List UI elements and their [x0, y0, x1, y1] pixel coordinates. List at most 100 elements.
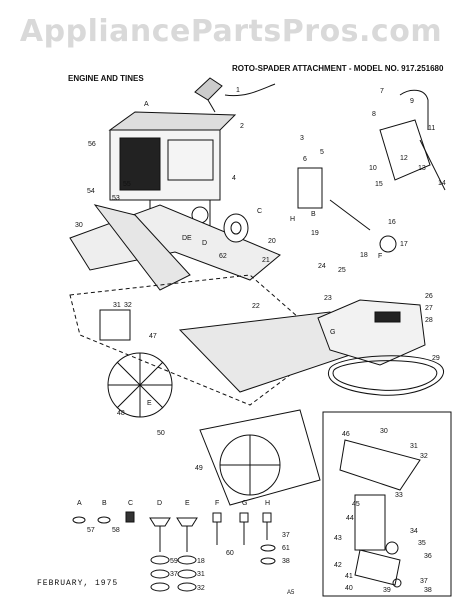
callout-5: 5: [320, 149, 324, 156]
callout-19: 19: [311, 230, 319, 237]
callout-9: 9: [410, 98, 414, 105]
detail-inset: [322, 411, 452, 597]
hw-num-37b: 37: [170, 571, 178, 578]
hw-num-37a: 37: [282, 532, 290, 539]
callout-55: 55: [123, 181, 131, 188]
callout-62: 62: [219, 253, 227, 260]
hw-letter-a: A: [77, 500, 82, 507]
callout-G: G: [330, 329, 335, 336]
inset-34: 34: [410, 528, 418, 535]
callout-13: 13: [418, 165, 426, 172]
callout-3: 3: [300, 135, 304, 142]
callout-29: 29: [432, 355, 440, 362]
hw-letter-h: H: [265, 500, 270, 507]
hw-letter-g: G: [242, 500, 247, 507]
v-belt-29: [327, 355, 444, 396]
callout-31: 31: [113, 302, 121, 309]
inset-45: 45: [352, 501, 360, 508]
inset-30: 30: [380, 428, 388, 435]
hw-letter-d: D: [157, 500, 162, 507]
hw-letter-f: F: [215, 500, 219, 507]
hardware-row: [72, 511, 276, 592]
inset-44: 44: [346, 515, 354, 522]
inset-labels: 30 31 32 33 34 35 36 37 38 39 40 41 42 4…: [334, 428, 432, 594]
tiller-frame: [69, 204, 351, 406]
callout-E: E: [147, 400, 152, 407]
callout-54: 54: [87, 188, 95, 195]
hw-num-31: 31: [197, 571, 205, 578]
footer-page: A5: [287, 590, 295, 596]
callout-11: 11: [428, 125, 435, 132]
inset-32: 32: [420, 453, 428, 460]
hw-letter-e: E: [185, 500, 190, 507]
handle-linkage: [297, 89, 446, 253]
callout-2: 2: [240, 123, 244, 130]
callout-7: 7: [380, 88, 384, 95]
callout-53: 53: [112, 195, 120, 202]
callout-23: 23: [324, 295, 332, 302]
hw-num-57: 57: [87, 527, 95, 534]
hardware-numbers: 57 58 59 18 60 37 61 38 31 37 32: [87, 527, 290, 592]
callout-15: 15: [375, 181, 383, 188]
callout-27: 27: [425, 305, 433, 312]
callout-H: H: [290, 216, 295, 223]
inset-43: 43: [334, 535, 342, 542]
callout-49: 49: [195, 465, 203, 472]
inset-38: 38: [424, 587, 432, 594]
callout-17: 17: [400, 241, 408, 248]
callout-47: 47: [149, 333, 157, 340]
hw-num-18: 18: [197, 558, 205, 565]
hw-num-61: 61: [282, 545, 290, 552]
hw-letter-b: B: [102, 500, 107, 507]
inset-40: 40: [345, 585, 353, 592]
callout-D: D: [202, 240, 207, 247]
callout-14: 14: [438, 180, 446, 187]
callout-32: 32: [124, 302, 132, 309]
inset-33: 33: [395, 492, 403, 499]
callout-F: F: [378, 253, 382, 260]
inset-36: 36: [424, 553, 432, 560]
tine-assembly-center: [199, 409, 321, 506]
inset-39: 39: [383, 587, 391, 594]
inset-46: 46: [342, 431, 350, 438]
callout-56: 56: [88, 141, 96, 148]
belt-guard: [317, 299, 426, 366]
callout-26: 26: [425, 293, 433, 300]
callout-20: 20: [268, 238, 276, 245]
callout-25: 25: [338, 267, 346, 274]
callout-DE: DE: [182, 235, 192, 242]
inset-35: 35: [418, 540, 426, 547]
hw-num-59: 59: [170, 558, 178, 565]
callout-B: B: [311, 211, 316, 218]
callout-28: 28: [425, 317, 433, 324]
hw-num-58: 58: [112, 527, 120, 534]
hw-num-32: 32: [197, 585, 205, 592]
callout-12: 12: [400, 155, 408, 162]
tine-assembly-left: [99, 309, 173, 418]
section-title-engine-tines: ENGINE AND TINES: [68, 74, 144, 83]
hw-num-38: 38: [282, 558, 290, 565]
model-title: ROTO-SPADER ATTACHMENT - MODEL NO. 917.2…: [232, 64, 444, 73]
inset-41: 41: [345, 573, 353, 580]
callout-labels: 1 2 3 4 5 6 7 8 9 10 11 12 13 14 15 16 1…: [75, 87, 446, 472]
callout-16: 16: [388, 219, 396, 226]
hw-letter-c: C: [128, 500, 133, 507]
callout-8: 8: [372, 111, 376, 118]
engine-assembly: [108, 77, 276, 246]
callout-48: 48: [117, 410, 125, 417]
inset-31: 31: [410, 443, 418, 450]
callout-24: 24: [318, 263, 326, 270]
callout-6: 6: [303, 156, 307, 163]
inset-42: 42: [334, 562, 342, 569]
hw-num-60: 60: [226, 550, 234, 557]
callout-A: A: [144, 101, 149, 108]
callout-4: 4: [232, 175, 236, 182]
callout-30: 30: [75, 222, 83, 229]
callout-22: 22: [252, 303, 260, 310]
callout-18: 18: [360, 252, 368, 259]
callout-21: 21: [262, 257, 270, 264]
footer-date: FEBRUARY, 1975: [37, 579, 119, 588]
callout-50: 50: [157, 430, 165, 437]
callout-1: 1: [236, 87, 240, 94]
